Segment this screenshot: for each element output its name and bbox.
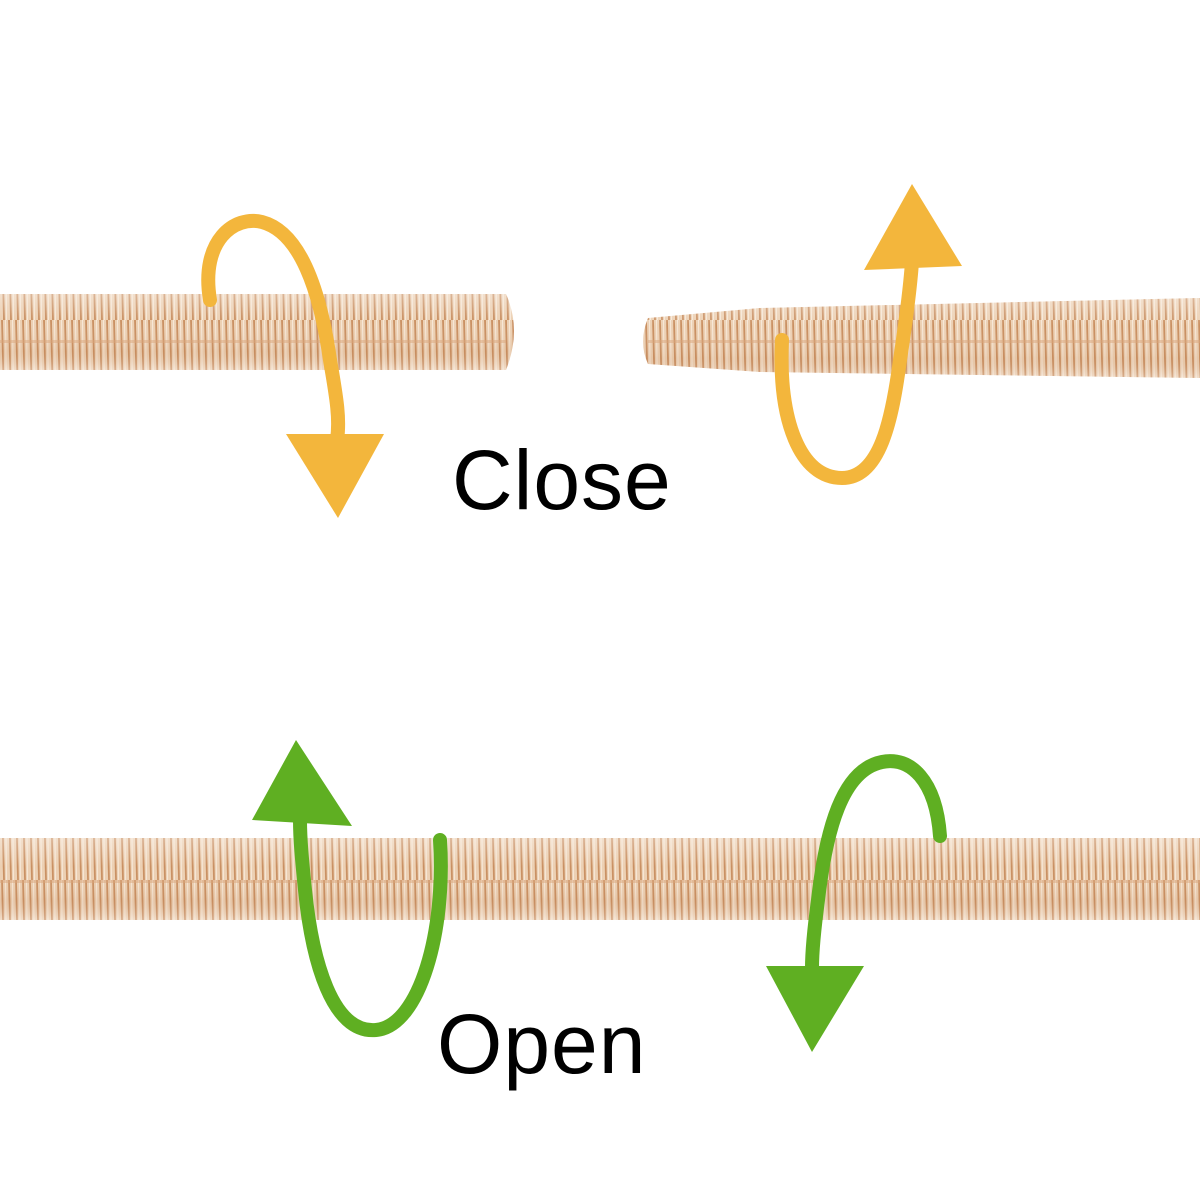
rotate-down-arrow-icon [201, 213, 384, 518]
rotate-down-arrow-icon [766, 754, 947, 1052]
spring-top-right [643, 298, 1200, 378]
spring-bottom [0, 838, 1200, 920]
spring-top-left [0, 294, 514, 370]
open-label: Open [437, 997, 647, 1091]
close-label: Close [452, 433, 672, 527]
rotate-up-arrow-icon [252, 740, 448, 1038]
rotate-up-arrow-icon [774, 184, 962, 486]
